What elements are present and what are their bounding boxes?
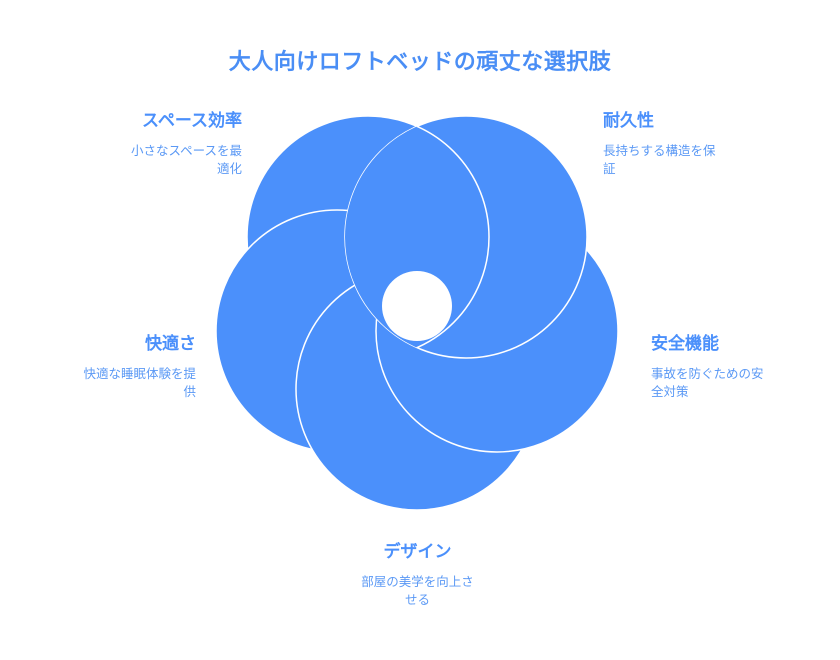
item-description-line: 供: [183, 384, 196, 399]
item-heading: スペース効率: [142, 111, 242, 131]
item-description-line: せる: [404, 592, 430, 607]
item-space-efficiency: スペース効率 小さなスペースを最 適化: [42, 110, 242, 178]
item-description: 快適な睡眠体験を提 供: [38, 365, 196, 401]
item-description-line: 全対策: [651, 384, 689, 399]
item-description: 部屋の美学を向上さ せる: [335, 573, 500, 609]
item-heading: 安全機能: [651, 334, 719, 354]
item-heading: 快適さ: [145, 334, 196, 354]
item-description-line: 部屋の美学を向上さ: [361, 574, 474, 589]
center-hole: [382, 271, 452, 341]
item-description-line: 証: [603, 161, 616, 176]
item-design: デザイン 部屋の美学を向上さ せる: [335, 541, 500, 609]
item-safety-features: 安全機能 事故を防ぐための安 全対策: [651, 333, 801, 401]
item-description: 長持ちする構造を保 証: [603, 142, 753, 178]
item-heading: 耐久性: [603, 111, 654, 131]
item-description-line: 小さなスペースを最: [130, 143, 242, 158]
item-comfort: 快適さ 快適な睡眠体験を提 供: [38, 333, 196, 401]
item-heading: デザイン: [383, 542, 452, 562]
petal-group: [215, 115, 619, 511]
item-description: 小さなスペースを最 適化: [42, 142, 242, 178]
item-description-line: 事故を防ぐための安: [651, 366, 764, 381]
item-description-line: 快適な睡眠体験を提: [83, 366, 196, 381]
page-title: 大人向けロフトベッドの頑丈な選択肢: [228, 50, 612, 75]
item-description-line: 長持ちする構造を保: [603, 143, 716, 158]
item-durability: 耐久性 長持ちする構造を保 証: [603, 110, 753, 178]
item-description: 事故を防ぐための安 全対策: [651, 365, 801, 401]
item-description-line: 適化: [216, 161, 242, 176]
